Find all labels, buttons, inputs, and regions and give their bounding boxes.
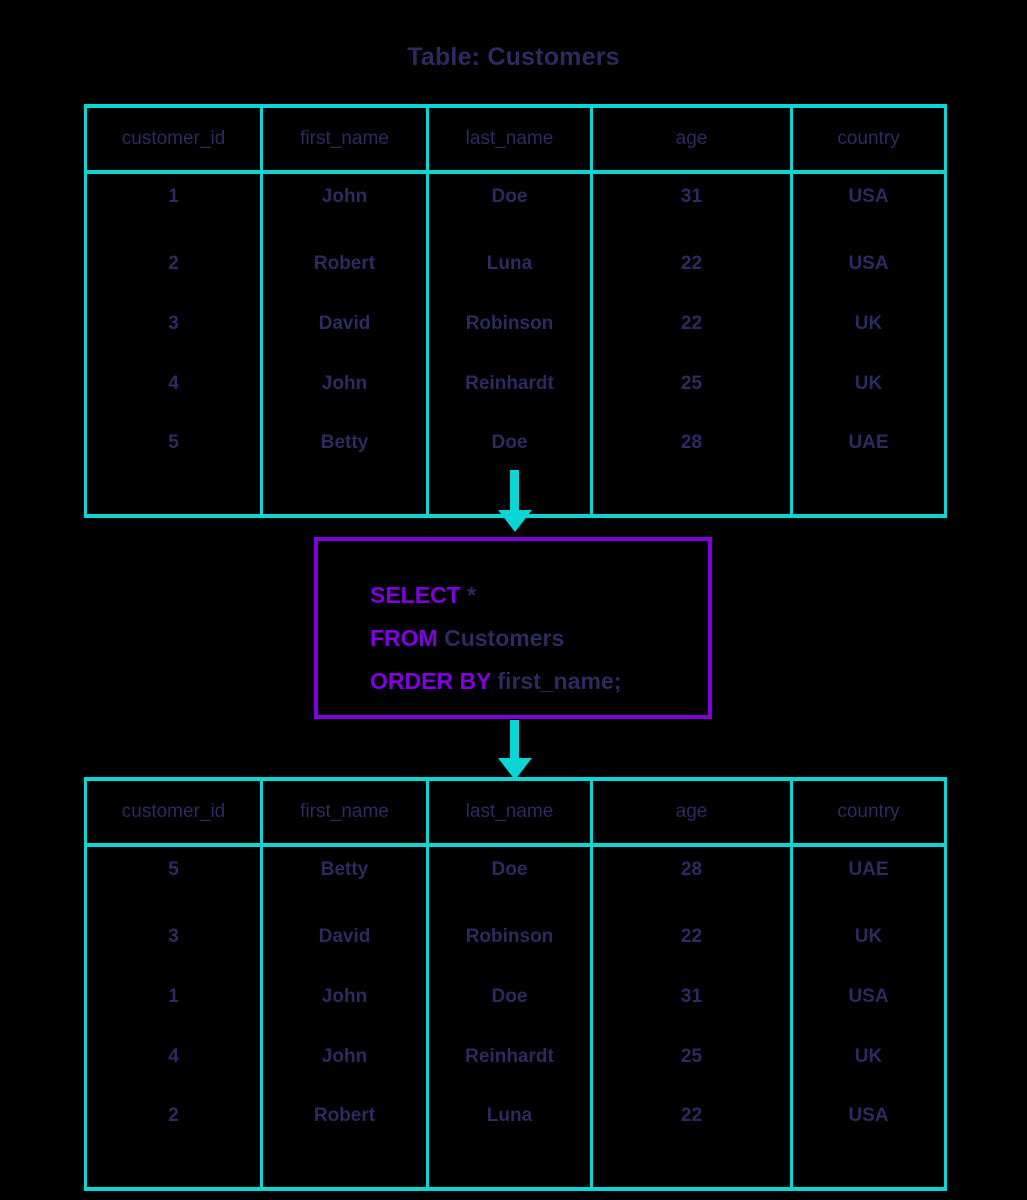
sql-keyword-order-by: ORDER BY — [370, 668, 491, 694]
cell-last-name: Doe — [426, 172, 593, 234]
cell-last-name: Doe — [426, 845, 593, 907]
cell-age: 28 — [590, 845, 793, 907]
table-row: 2 Robert Luna 22 USA — [84, 234, 947, 294]
cell-customer-id: 3 — [84, 294, 263, 354]
cell-first-name: John — [260, 172, 429, 234]
cell-first-name: Robert — [260, 1087, 429, 1191]
cell-last-name: Reinhardt — [426, 1027, 593, 1087]
column-header-age: age — [590, 104, 793, 174]
page-title: Table: Customers — [407, 43, 620, 71]
cell-first-name: John — [260, 354, 429, 414]
cell-first-name: Betty — [260, 414, 429, 518]
cell-first-name: John — [260, 1027, 429, 1087]
cell-age: 25 — [590, 1027, 793, 1087]
table-row: 2 Robert Luna 22 USA — [84, 1087, 947, 1191]
column-header-first-name: first_name — [260, 777, 429, 847]
cell-first-name: Robert — [260, 234, 429, 294]
cell-last-name: Luna — [426, 1087, 593, 1191]
cell-customer-id: 2 — [84, 1087, 263, 1191]
table-row: 1 John Doe 31 USA — [84, 967, 947, 1027]
arrow-source-to-query-icon — [498, 470, 532, 532]
cell-first-name: David — [260, 907, 429, 967]
table-row: 4 John Reinhardt 25 UK — [84, 354, 947, 414]
sql-order-column: first_name; — [491, 668, 622, 694]
table-row: 4 John Reinhardt 25 UK — [84, 1027, 947, 1087]
cell-age: 31 — [590, 967, 793, 1027]
sql-line-from: FROM Customers — [370, 617, 708, 660]
cell-last-name: Robinson — [426, 907, 593, 967]
arrow-head — [498, 758, 532, 780]
sql-star-token: * — [460, 582, 477, 608]
cell-last-name: Robinson — [426, 294, 593, 354]
cell-first-name: David — [260, 294, 429, 354]
column-header-last-name: last_name — [426, 777, 593, 847]
cell-customer-id: 1 — [84, 172, 263, 234]
table-row: 1 John Doe 31 USA — [84, 172, 947, 234]
cell-last-name: Reinhardt — [426, 354, 593, 414]
cell-country: UK — [790, 294, 947, 354]
column-header-customer-id: customer_id — [84, 777, 263, 847]
cell-country: USA — [790, 967, 947, 1027]
table-header-row: customer_id first_name last_name age cou… — [84, 777, 947, 847]
column-header-country: country — [790, 104, 947, 174]
cell-country: USA — [790, 234, 947, 294]
result-table: customer_id first_name last_name age cou… — [84, 777, 947, 1191]
cell-age: 28 — [590, 414, 793, 518]
sql-query-box: SELECT * FROM Customers ORDER BY first_n… — [314, 537, 712, 719]
column-header-country: country — [790, 777, 947, 847]
cell-country: USA — [790, 172, 947, 234]
cell-last-name: Doe — [426, 967, 593, 1027]
cell-customer-id: 3 — [84, 907, 263, 967]
cell-customer-id: 2 — [84, 234, 263, 294]
table-header-row: customer_id first_name last_name age cou… — [84, 104, 947, 174]
cell-customer-id: 1 — [84, 967, 263, 1027]
sql-keyword-select: SELECT — [370, 582, 461, 608]
arrow-head — [498, 510, 532, 532]
cell-customer-id: 4 — [84, 354, 263, 414]
cell-age: 22 — [590, 234, 793, 294]
cell-last-name: Doe — [426, 414, 593, 518]
table-row: 5 Betty Doe 28 UAE — [84, 845, 947, 907]
table-row: 5 Betty Doe 28 UAE — [84, 414, 947, 518]
cell-age: 22 — [590, 294, 793, 354]
column-header-last-name: last_name — [426, 104, 593, 174]
cell-country: UAE — [790, 414, 947, 518]
cell-age: 31 — [590, 172, 793, 234]
cell-country: USA — [790, 1087, 947, 1191]
cell-first-name: John — [260, 967, 429, 1027]
source-table: customer_id first_name last_name age cou… — [84, 104, 947, 518]
arrow-shaft — [510, 470, 519, 510]
cell-age: 25 — [590, 354, 793, 414]
cell-first-name: Betty — [260, 845, 429, 907]
cell-country: UK — [790, 1027, 947, 1087]
cell-customer-id: 5 — [84, 845, 263, 907]
arrow-query-to-result-icon — [498, 720, 532, 780]
cell-country: UK — [790, 907, 947, 967]
column-header-first-name: first_name — [260, 104, 429, 174]
table-row: 3 David Robinson 22 UK — [84, 294, 947, 354]
sql-keyword-from: FROM — [370, 625, 438, 651]
cell-customer-id: 4 — [84, 1027, 263, 1087]
sql-query-text: SELECT * FROM Customers ORDER BY first_n… — [318, 541, 708, 703]
table-row: 3 David Robinson 22 UK — [84, 907, 947, 967]
cell-customer-id: 5 — [84, 414, 263, 518]
sql-table-name: Customers — [437, 625, 565, 651]
cell-last-name: Luna — [426, 234, 593, 294]
cell-age: 22 — [590, 907, 793, 967]
column-header-age: age — [590, 777, 793, 847]
sql-line-order-by: ORDER BY first_name; — [370, 660, 708, 703]
column-header-customer-id: customer_id — [84, 104, 263, 174]
sql-line-select: SELECT * — [370, 574, 708, 617]
cell-country: UK — [790, 354, 947, 414]
arrow-shaft — [510, 720, 519, 758]
cell-age: 22 — [590, 1087, 793, 1191]
cell-country: UAE — [790, 845, 947, 907]
